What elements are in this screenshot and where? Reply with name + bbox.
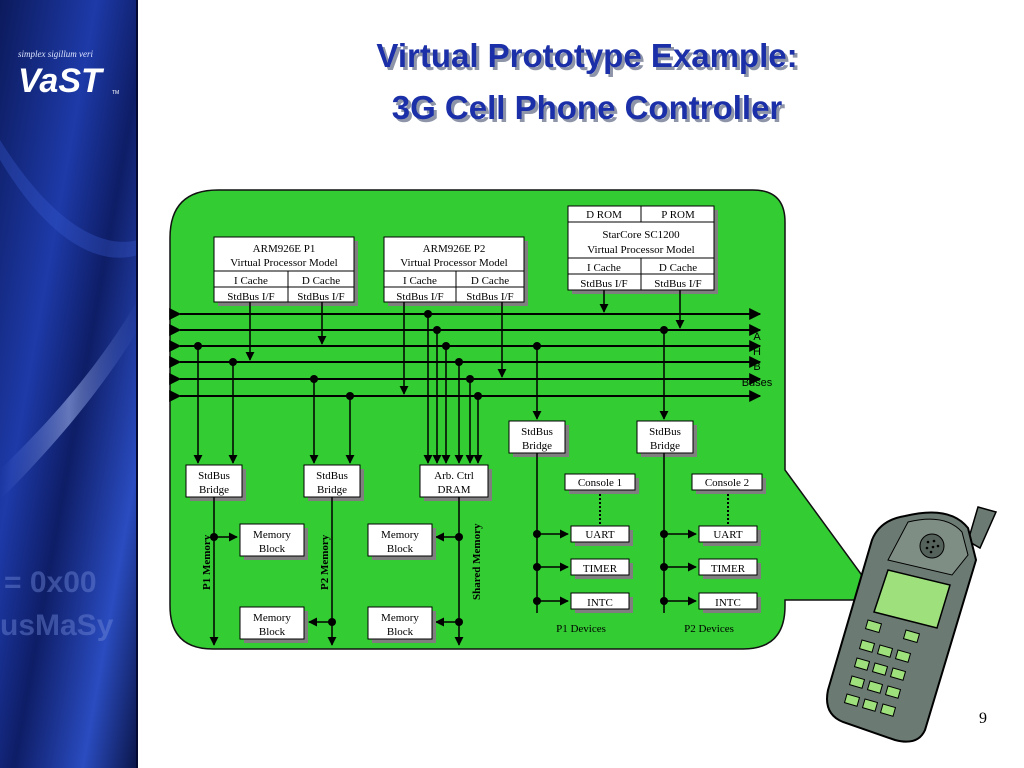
p2-devices-label: P2 Devices xyxy=(684,623,734,635)
watermark-text-1: = 0x00 xyxy=(4,566,97,599)
processor-bus-connections xyxy=(245,290,685,395)
sidebar-arc xyxy=(0,140,138,258)
svg-text:H: H xyxy=(753,346,761,358)
svg-text:UART: UART xyxy=(585,529,615,541)
bridge-p1-devices: StdBus Bridge xyxy=(508,420,569,457)
p1-if-right: StdBus I/F xyxy=(297,291,344,303)
p1-devices-label: P1 Devices xyxy=(556,623,606,635)
dsp-model: Virtual Processor Model xyxy=(587,244,695,256)
p2-if-right: StdBus I/F xyxy=(466,291,513,303)
svg-text:StdBus: StdBus xyxy=(649,426,681,438)
intc-1: INTC xyxy=(570,592,633,613)
uart-1: UART xyxy=(570,525,633,546)
p2-icache: I Cache xyxy=(403,275,437,287)
svg-text:Bridge: Bridge xyxy=(317,484,347,496)
svg-text:Memory: Memory xyxy=(253,612,291,624)
phone-keypad xyxy=(843,619,921,717)
svg-text:Virtual Prototype Example:: Virtual Prototype Example: xyxy=(379,40,800,77)
processor-dsp: D ROM P ROM StarCore SC1200 Virtual Proc… xyxy=(567,205,718,294)
p1-proc-name: ARM926E P1 xyxy=(253,243,316,255)
cell-phone-icon xyxy=(826,506,998,743)
bridge-p1: StdBus Bridge xyxy=(185,464,246,501)
svg-text:Buses: Buses xyxy=(742,377,773,389)
console-2: Console 2 xyxy=(691,473,766,494)
svg-text:Bridge: Bridge xyxy=(522,440,552,452)
timer-1: TIMER xyxy=(570,558,633,579)
p1-icache: I Cache xyxy=(234,275,268,287)
bridge-p2: StdBus Bridge xyxy=(303,464,364,501)
logo-wordmark: VaST xyxy=(18,62,105,100)
p2-memory-label: P2 Memory xyxy=(319,534,331,590)
svg-text:StdBus: StdBus xyxy=(198,470,230,482)
processor-p2: ARM926E P2 Virtual Processor Model I Cac… xyxy=(383,236,528,306)
svg-text:Block: Block xyxy=(259,543,286,555)
vast-logo: simplex sigillum veri VaST TM xyxy=(18,49,119,100)
dsp-drom: D ROM xyxy=(586,209,622,221)
svg-text:Console 1: Console 1 xyxy=(578,477,622,489)
svg-text:DRAM: DRAM xyxy=(437,484,470,496)
svg-text:TIMER: TIMER xyxy=(711,563,746,575)
intc-2: INTC xyxy=(698,592,761,613)
svg-text:Bridge: Bridge xyxy=(650,440,680,452)
timer-2: TIMER xyxy=(698,558,761,579)
p1-dcache: D Cache xyxy=(302,275,340,287)
memory-block-shared-2: Memory Block xyxy=(367,606,436,643)
dsp-prom: P ROM xyxy=(661,209,695,221)
svg-text:StdBus: StdBus xyxy=(521,426,553,438)
dsp-icache: I Cache xyxy=(587,262,621,274)
svg-text:Memory: Memory xyxy=(253,529,291,541)
svg-text:Arb. Ctrl: Arb. Ctrl xyxy=(434,470,474,482)
memory-block-shared-1: Memory Block xyxy=(367,523,436,560)
svg-text:INTC: INTC xyxy=(587,597,613,609)
svg-text:Block: Block xyxy=(259,626,286,638)
p1-memory-label: P1 Memory xyxy=(201,534,213,590)
logo-tm: TM xyxy=(112,90,119,96)
svg-text:Console 2: Console 2 xyxy=(705,477,749,489)
p2-proc-name: ARM926E P2 xyxy=(423,243,486,255)
p2-dcache: D Cache xyxy=(471,275,509,287)
processor-p1: ARM926E P1 Virtual Processor Model I Cac… xyxy=(213,236,358,306)
svg-text:Memory: Memory xyxy=(381,529,419,541)
dsp-if-left: StdBus I/F xyxy=(580,278,627,290)
svg-text:Block: Block xyxy=(387,543,414,555)
p1-if-left: StdBus I/F xyxy=(227,291,274,303)
svg-text:B: B xyxy=(753,361,760,373)
p2-proc-model: Virtual Processor Model xyxy=(400,257,508,269)
dsp-dcache: D Cache xyxy=(659,262,697,274)
svg-text:Block: Block xyxy=(387,626,414,638)
shared-memory-label: Shared Memory xyxy=(471,523,483,600)
watermark-text-2: usMaSy xyxy=(0,609,114,642)
svg-text:Bridge: Bridge xyxy=(199,484,229,496)
arbiter-dram-controller: Arb. Ctrl DRAM xyxy=(419,464,492,501)
slide-title: Virtual Prototype Example: Virtual Proto… xyxy=(376,37,800,129)
svg-text:INTC: INTC xyxy=(715,597,741,609)
phone-screen xyxy=(873,569,951,629)
svg-text:Memory: Memory xyxy=(381,612,419,624)
uart-2: UART xyxy=(698,525,761,546)
p2-if-left: StdBus I/F xyxy=(396,291,443,303)
svg-text:A: A xyxy=(753,331,761,343)
ahb-bus-label: A H B Buses xyxy=(742,331,773,389)
svg-text:TIMER: TIMER xyxy=(583,563,618,575)
title-line-1: Virtual Prototype Example: xyxy=(376,37,797,74)
svg-text:StdBus: StdBus xyxy=(316,470,348,482)
svg-text:UART: UART xyxy=(713,529,743,541)
dsp-if-right: StdBus I/F xyxy=(654,278,701,290)
memory-block-p2: Memory Block xyxy=(239,606,308,643)
logo-tagline: simplex sigillum veri xyxy=(18,49,93,59)
p1-proc-model: Virtual Processor Model xyxy=(230,257,338,269)
bridge-p2-devices: StdBus Bridge xyxy=(636,420,697,457)
sidebar-background xyxy=(0,0,138,768)
title-line-2: 3G Cell Phone Controller xyxy=(392,89,783,126)
console-uart-links xyxy=(599,490,729,524)
left-sidebar: simplex sigillum veri VaST TM = 0x00 usM… xyxy=(0,0,138,768)
dsp-name: StarCore SC1200 xyxy=(602,229,680,241)
sidebar-light-sweep xyxy=(0,300,138,500)
memory-block-p1: Memory Block xyxy=(239,523,308,560)
bus-bridge-connections xyxy=(193,314,669,464)
svg-text:3G Cell Phone Controller: 3G Cell Phone Controller xyxy=(395,92,786,129)
console-1: Console 1 xyxy=(564,473,639,494)
page-number: 9 xyxy=(979,710,987,727)
